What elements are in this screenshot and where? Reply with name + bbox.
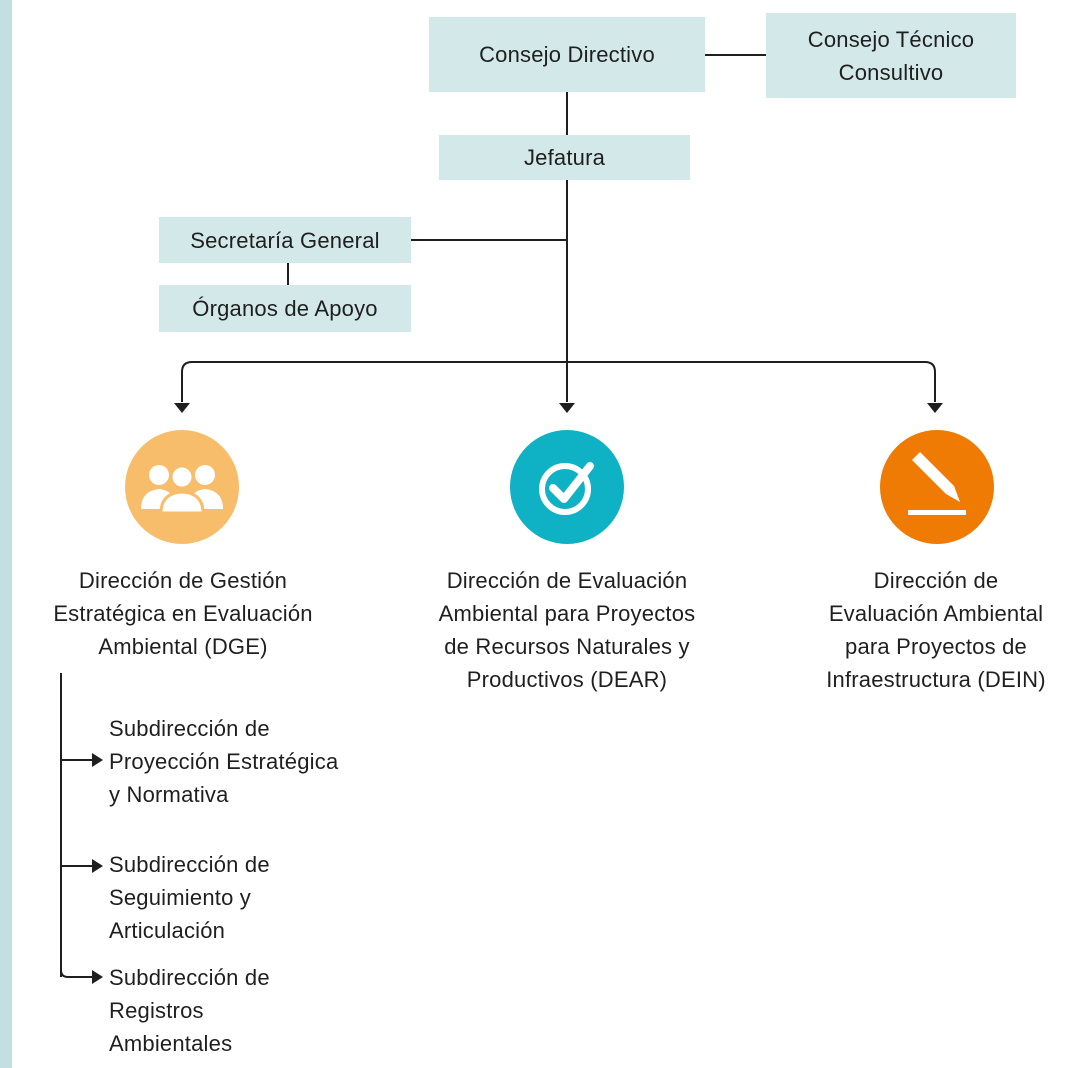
dge-title: Dirección de Gestión Estratégica en Eval… [22,564,344,663]
dge-title-line: Ambiental (DGE) [98,634,268,659]
dge-circle [125,430,239,544]
subdireccion-line: Registros [109,998,204,1023]
connector-sub-3 [60,969,92,978]
dein-circle [880,430,994,544]
organos-apoyo-box: Órganos de Apoyo [159,285,411,332]
arrow-sub-2 [92,859,103,873]
dear-title-line: de Recursos Naturales y [444,634,690,659]
organos-apoyo-label: Órganos de Apoyo [192,296,378,321]
jefatura-label: Jefatura [523,145,606,170]
dein-title-line: Dirección de [873,568,999,593]
dear-circle [510,430,624,544]
dge-title-line: Estratégica en Evaluación [53,601,313,626]
arrow-sub-1 [92,753,103,767]
arrow-dge [174,403,190,413]
secretaria-general-box: Secretaría General [159,217,411,263]
dear-title-line: Ambiental para Proyectos [438,601,696,626]
consejo-directivo-label: Consejo Directivo [479,42,655,67]
arrow-dein [927,403,943,413]
subdireccion-line: Ambientales [109,1031,233,1056]
people-group-icon [141,464,223,515]
jefatura-box: Jefatura [439,135,690,180]
subdireccion-line: Subdirección de [109,852,270,877]
checkmark-badge-icon [539,462,594,515]
dein-title-line: Infraestructura (DEIN) [826,667,1046,692]
connector-branch-horizontal [181,361,936,402]
subdireccion-proyeccion: Subdirección de Proyección Estratégica y… [109,712,338,811]
subdireccion-registros: Subdirección de Registros Ambientales [109,961,270,1060]
dear-title-line: Dirección de Evaluación [446,568,688,593]
dear-title-line: Productivos (DEAR) [466,667,668,692]
arrow-dear [559,403,575,413]
consejo-tecnico-label-line-2: Consultivo [838,59,944,85]
subdireccion-line: Proyección Estratégica [109,749,339,774]
dein-title-line: para Proyectos de [845,634,1027,659]
consejo-directivo-box: Consejo Directivo [429,17,705,92]
dein-title-line: Evaluación Ambiental [828,601,1044,626]
secretaria-general-label: Secretaría General [190,227,380,253]
dein-title: Dirección de Evaluación Ambiental para P… [800,564,1072,696]
left-accent-bar [0,0,12,1068]
consejo-tecnico-label-line-1: Consejo Técnico [807,26,975,52]
subdireccion-seguimiento: Subdirección de Seguimiento y Articulaci… [109,848,270,947]
arrow-sub-3 [92,970,103,984]
dear-title: Dirección de Evaluación Ambiental para P… [402,564,732,696]
dge-title-line: Dirección de Gestión [78,568,288,593]
consejo-tecnico-box: Consejo Técnico Consultivo [766,13,1016,98]
subdireccion-line: Seguimiento y [109,885,252,910]
subdireccion-line: Subdirección de [109,965,270,990]
pencil-icon [908,452,966,515]
subdireccion-line: Articulación [109,918,226,943]
subdireccion-line: y Normativa [109,782,229,807]
subdireccion-line: Subdirección de [109,716,270,741]
